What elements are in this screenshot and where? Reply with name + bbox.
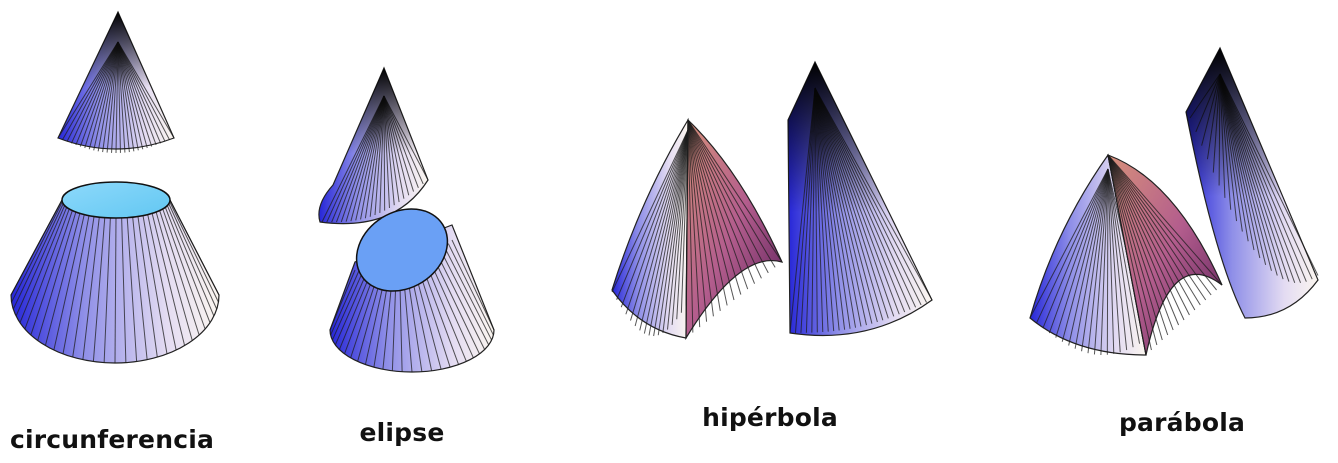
hyperbola-section [686, 120, 782, 338]
caption-hiperbola: hipérbola [702, 403, 838, 432]
cone-circunferencia [11, 12, 219, 363]
apex-shading [788, 62, 932, 336]
apex-shading [58, 12, 174, 149]
circle-section [62, 182, 170, 218]
caption-elipse: elipse [359, 418, 444, 447]
apex-shading [1186, 48, 1318, 318]
caption-circunferencia: circunferencia [10, 425, 214, 454]
cone-hiperbola [612, 62, 932, 338]
caption-parabola: parábola [1119, 408, 1245, 437]
cone-parabola [1030, 48, 1318, 355]
cone-ruling [1107, 169, 1108, 355]
cone-elipse [319, 68, 494, 372]
